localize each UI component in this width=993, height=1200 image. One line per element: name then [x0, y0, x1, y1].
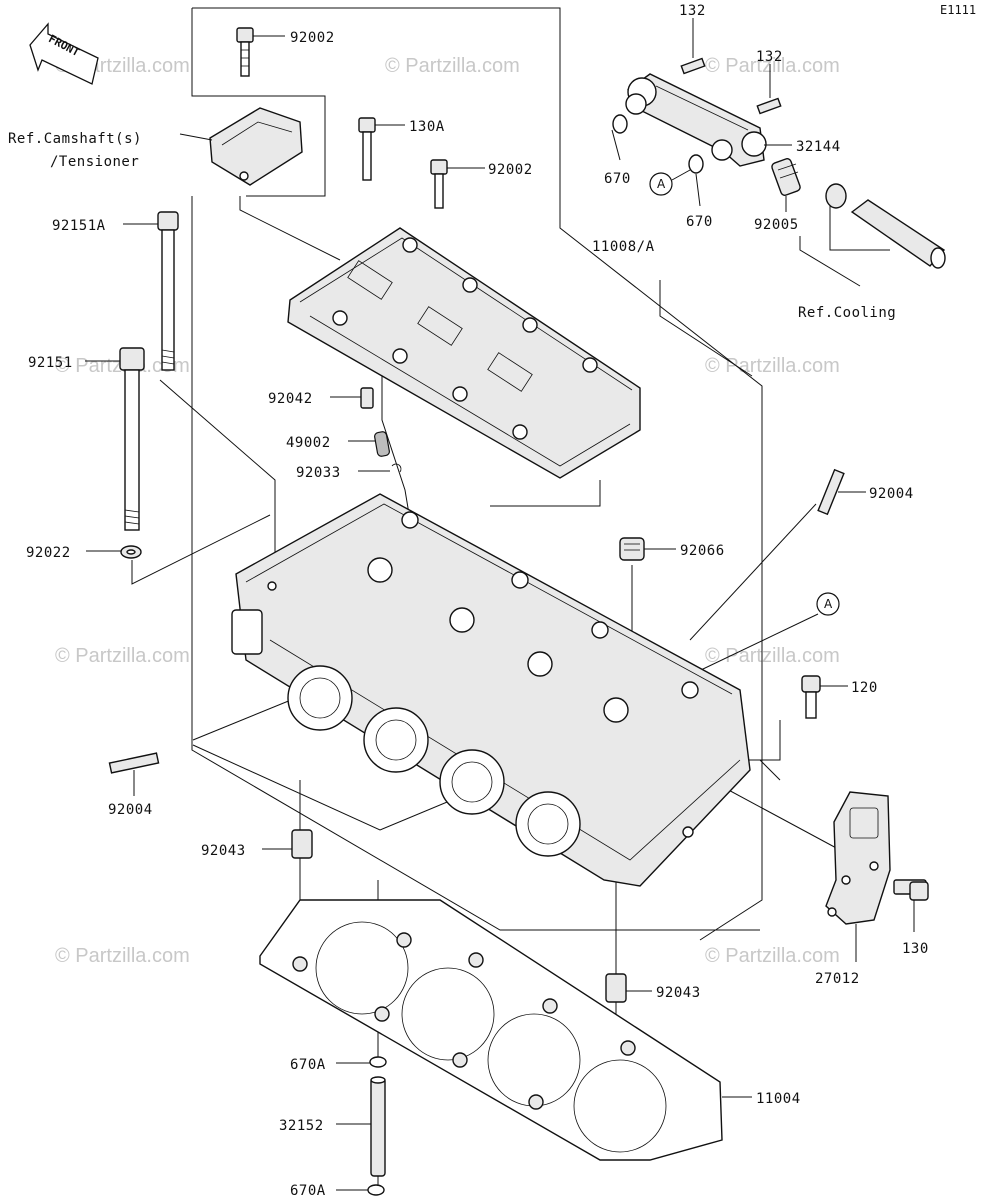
label-92005: 92005: [754, 217, 799, 233]
bolt-132-b: [756, 97, 782, 115]
label-670a-bottom: 670A: [290, 1183, 326, 1199]
label-ref-cooling: Ref.Cooling: [798, 305, 896, 321]
watermarks: © Partzilla.com © Partzilla.com © Partzi…: [55, 55, 840, 967]
hose-clamp: [825, 183, 847, 209]
label-670-a: 670: [604, 171, 631, 187]
bolt-92002-top: [236, 27, 254, 77]
label-ref-tensioner: /Tensioner: [50, 154, 139, 170]
label-92022: 92022: [26, 545, 71, 561]
watermark: © Partzilla.com: [705, 945, 840, 967]
label-92004-left: 92004: [108, 802, 153, 818]
label-92004-right: 92004: [869, 486, 914, 502]
bolt-132-a: [680, 57, 706, 75]
svg-text:A: A: [657, 177, 666, 191]
label-11008a: 11008/A: [592, 239, 655, 255]
label-130: 130: [902, 941, 929, 957]
bolt-92151: [119, 347, 145, 531]
label-92002-top: 92002: [290, 30, 335, 46]
dowel-92042: [360, 387, 374, 409]
label-670a-top: 670A: [290, 1057, 326, 1073]
label-27012: 27012: [815, 971, 860, 987]
washer-92022: [120, 545, 142, 559]
watermark: © Partzilla.com: [55, 645, 190, 667]
water-pipe-32144: [625, 73, 767, 167]
cylinder-head: [231, 493, 751, 887]
dowel-92043-left: [291, 829, 313, 859]
bolt-130: [893, 879, 929, 901]
part-labels: 92002 Ref.Camshaft(s) /Tensioner 130A 92…: [8, 3, 929, 1199]
watermark: © Partzilla.com: [705, 355, 840, 377]
callout-a-right: A: [816, 592, 840, 616]
label-ref-camshaft: Ref.Camshaft(s): [8, 131, 142, 147]
label-120: 120: [851, 680, 878, 696]
camshaft-tensioner-bracket: [209, 107, 303, 186]
bolt-92002-mid: [430, 159, 448, 209]
bolt-92151a: [157, 211, 179, 371]
clip-92033: [391, 463, 402, 473]
watermark: © Partzilla.com: [55, 945, 190, 967]
label-92043-right: 92043: [656, 985, 701, 1001]
bolt-130a: [358, 117, 376, 181]
label-32144: 32144: [796, 139, 841, 155]
o-ring-670-a: [612, 114, 628, 134]
cooling-hose: [850, 199, 946, 269]
label-92002-mid: 92002: [488, 162, 533, 178]
bolt-120: [801, 675, 821, 719]
diagram-code: E1111: [940, 3, 976, 17]
combustion-chambers: [287, 665, 581, 857]
callout-a-top: A: [649, 169, 691, 196]
watermark: © Partzilla.com: [705, 645, 840, 667]
o-ring-670a-bottom: [367, 1184, 385, 1196]
pipe-32152: [370, 1076, 386, 1177]
watermark: © Partzilla.com: [385, 55, 520, 77]
label-132-b: 132: [756, 49, 783, 65]
label-49002: 49002: [286, 435, 331, 451]
head-gasket-11004: [259, 899, 723, 1161]
watermark: © Partzilla.com: [705, 55, 840, 77]
o-ring-670a-top: [369, 1056, 387, 1068]
label-92043-left: 92043: [201, 843, 246, 859]
label-leaders: [85, 18, 915, 1191]
stud-92004-right: [817, 468, 845, 516]
label-132-a: 132: [679, 3, 706, 19]
fitting-92005: [771, 158, 801, 196]
dowel-92043-right: [605, 973, 627, 1003]
camshaft-cap-assembly: [287, 227, 641, 479]
bracket-27012: [825, 791, 891, 925]
label-92066: 92066: [680, 543, 725, 559]
label-11004: 11004: [756, 1091, 801, 1107]
label-92151: 92151: [28, 355, 73, 371]
label-92042: 92042: [268, 391, 313, 407]
label-670-b: 670: [686, 214, 713, 230]
label-130a: 130A: [409, 119, 445, 135]
plug-92066: [619, 537, 645, 561]
svg-text:A: A: [824, 597, 833, 611]
label-92151a: 92151A: [52, 218, 106, 234]
o-ring-670-b: [688, 154, 704, 174]
stud-92004-left: [108, 752, 160, 774]
part-49002: [374, 431, 390, 457]
label-32152: 32152: [279, 1118, 324, 1134]
label-92033: 92033: [296, 465, 341, 481]
